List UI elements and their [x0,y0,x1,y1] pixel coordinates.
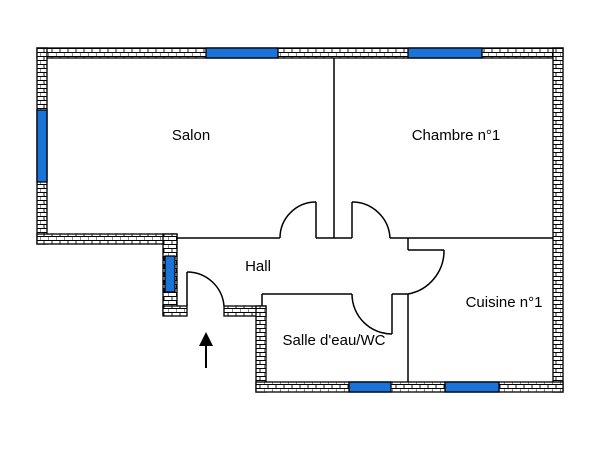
door-chambre [351,201,391,239]
door-entrance [186,271,225,307]
wall-entry-bottom-left [162,305,188,317]
doors [186,201,445,335]
windows [36,47,500,393]
window-cuisine-bottom [444,381,500,393]
window-wc-bottom [348,381,392,393]
room-label-chambre: Chambre n°1 [411,127,501,144]
window-entry [164,255,176,293]
room-label-hall: Hall [245,258,271,275]
window-salon-left [36,109,48,183]
door-salle-eau [351,293,393,335]
wall-bottom [255,381,564,393]
door-cuisine [407,249,445,295]
room-label-cuisine: Cuisine n°1 [465,294,543,311]
wall-top [36,47,564,59]
room-label-salle-eau: Salle d'eau/WC [282,332,386,349]
room-label-salon: Salon [171,127,211,144]
window-salon-top [205,47,279,59]
door-salon [279,201,317,239]
wall-right [552,47,564,393]
wall-salon-bottom [36,233,178,245]
entrance-arrow-icon [199,332,213,368]
window-chambre-top [407,47,483,59]
wall-wc-left [255,305,267,393]
interior-walls [177,58,553,382]
